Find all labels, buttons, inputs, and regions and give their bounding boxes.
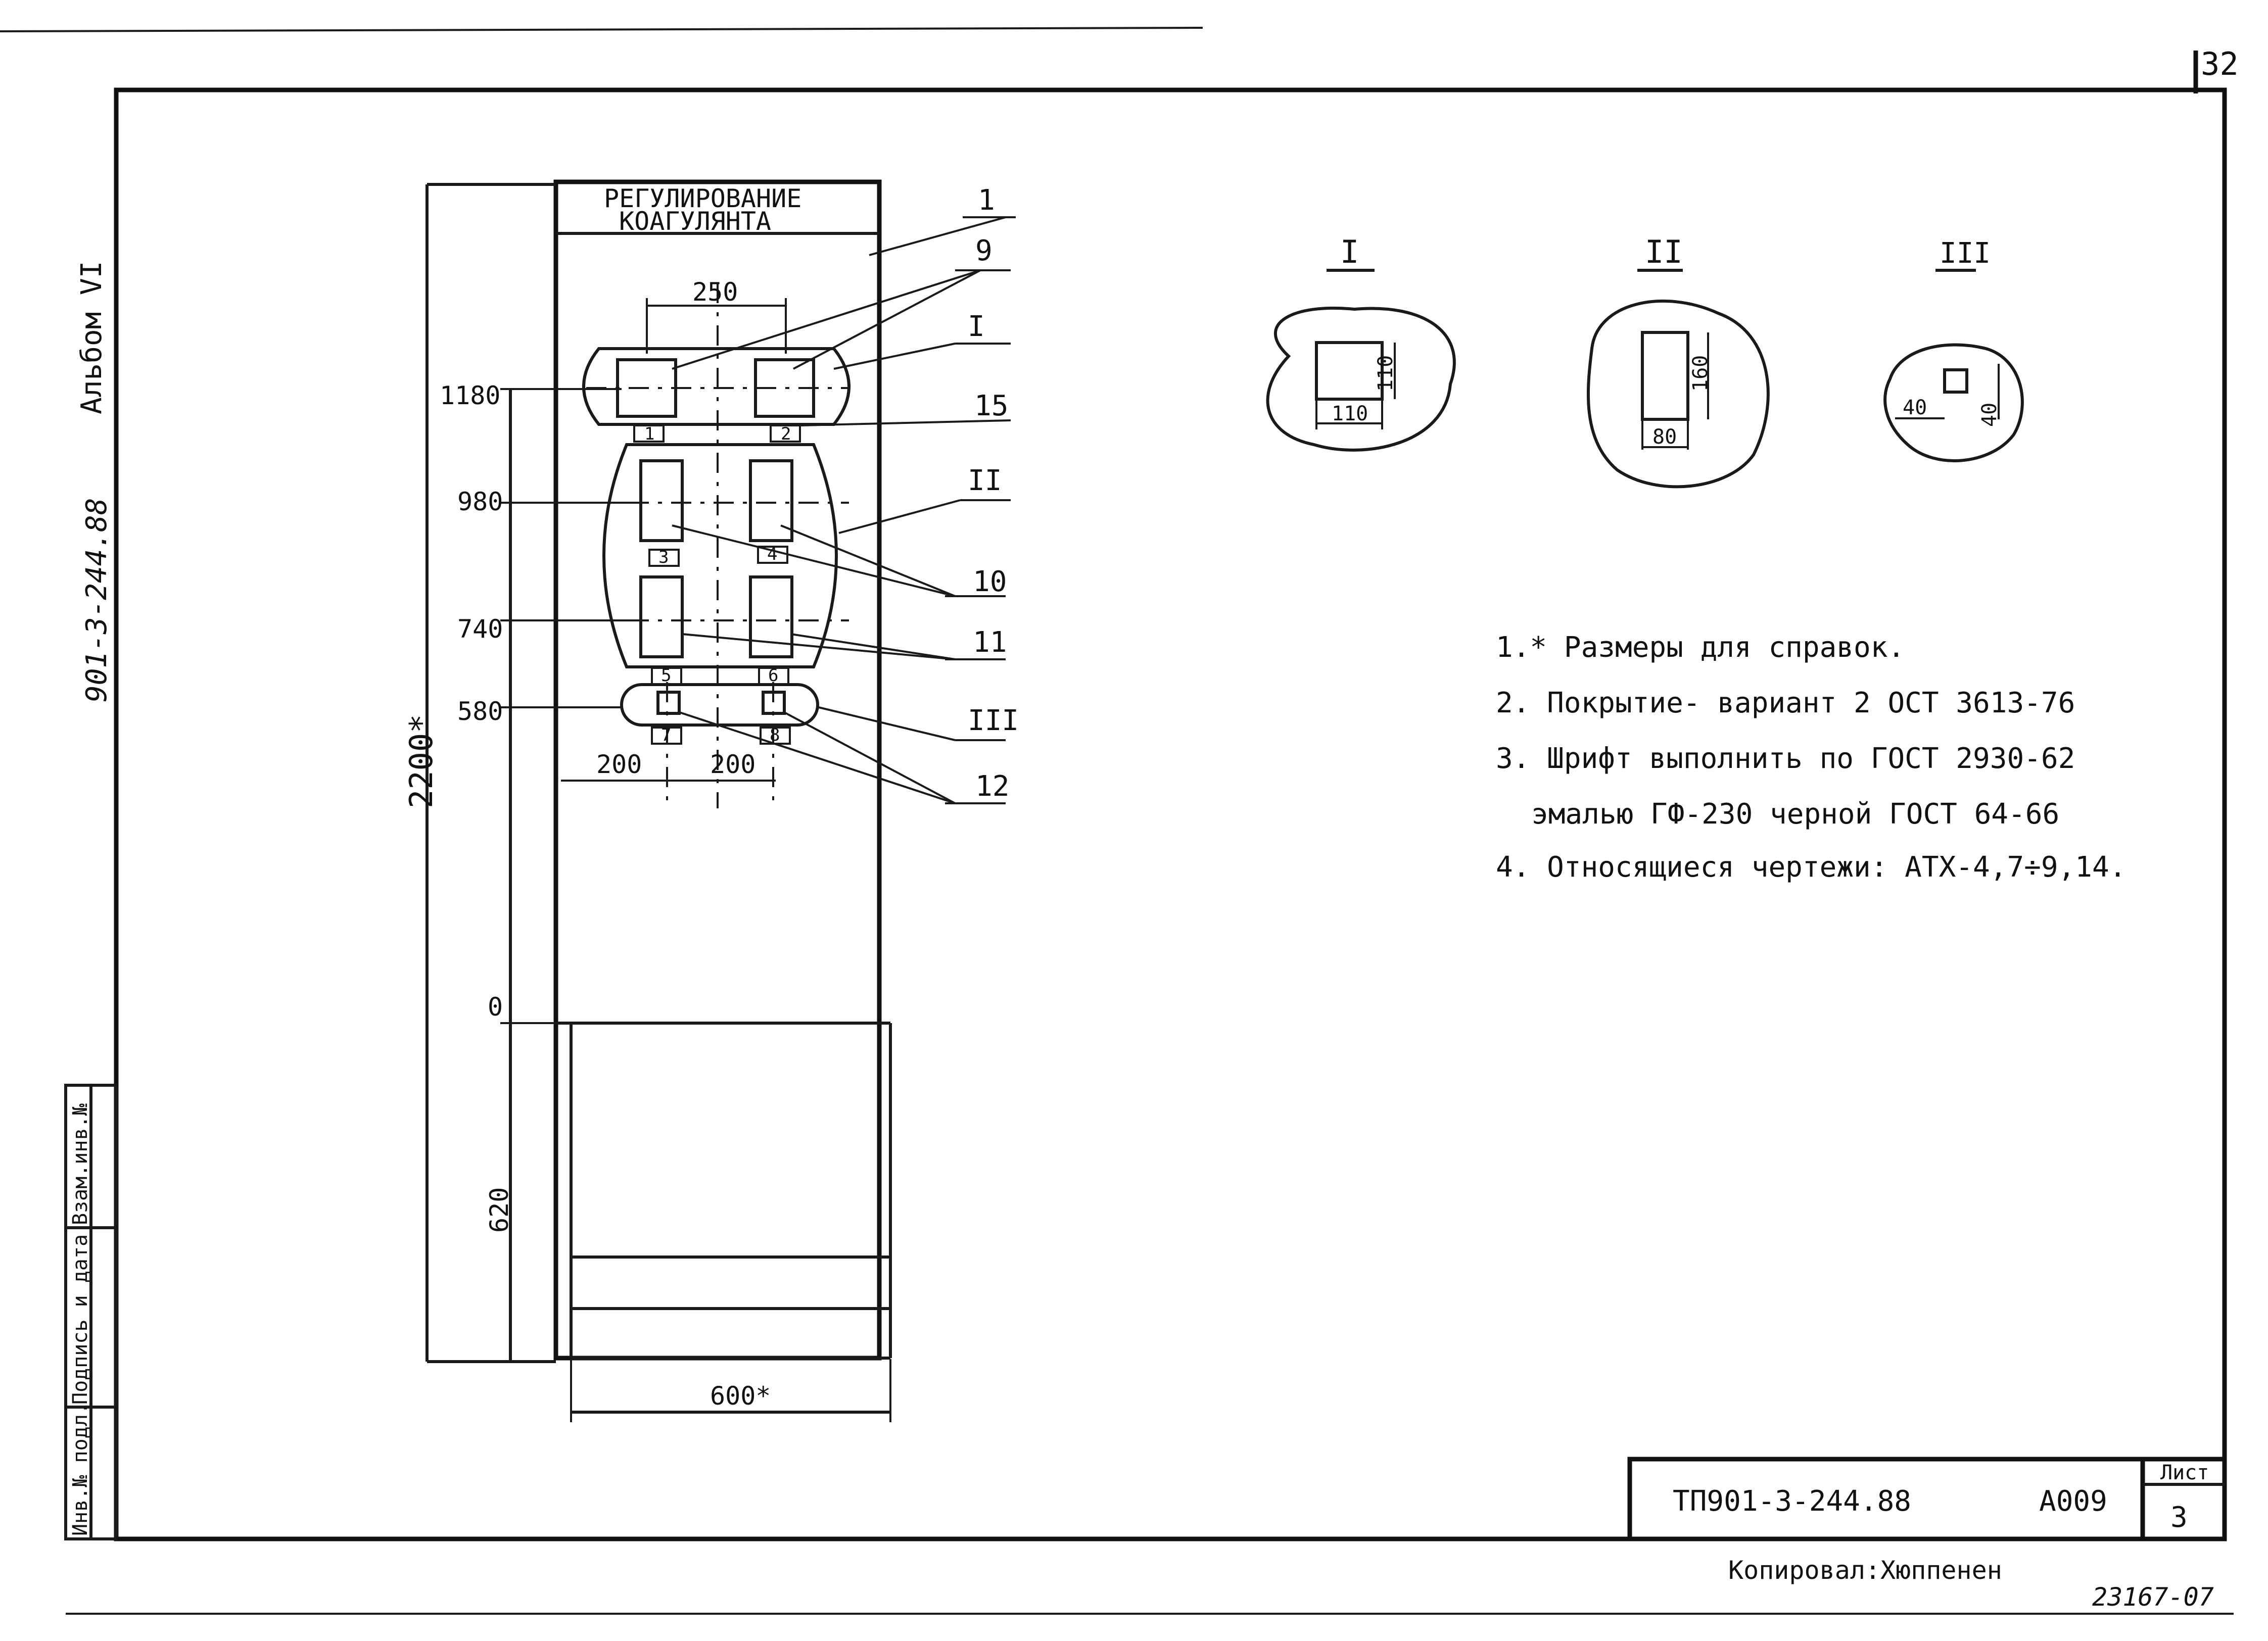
detail-II-outline [1586,299,1770,489]
dim-250: 250 [692,277,738,307]
detail-II-width: 80 [1652,425,1677,449]
slot-3: 3 [658,547,669,567]
level-980: 980 [457,487,503,516]
group-II-band [602,443,838,668]
group-III-band [620,683,819,727]
slot-8: 8 [770,725,780,745]
detail-III-label: III [1940,237,1991,270]
slot-2: 2 [781,424,791,444]
detail-II-rect [1641,331,1689,421]
album-label: Альбом VI [75,261,108,414]
note-1: 1.* Размеры для справок. [1496,631,1905,664]
detail-I-height: 110 [1374,355,1397,392]
album-code: 901-3-244.88 [80,498,113,702]
note-3: 3. Шрифт выполнить по ГОСТ 2930-62 [1496,742,2075,775]
note-3-cont: эмалью ГФ-230 черной ГОСТ 64-66 [1531,798,2059,831]
callout-10: 10 [973,565,1007,598]
callout-11: 11 [973,626,1007,659]
stamp-signature-date: Подпись и дата [69,1234,92,1405]
indicator-8 [762,691,786,715]
detail-I-square [1315,341,1384,401]
callout-1: 1 [978,184,995,217]
level-580: 580 [457,697,503,726]
indicator-7 [656,691,681,715]
detail-I-label: I [1340,233,1359,270]
detail-II-height: 160 [1689,355,1712,392]
panel-title-1: РЕГУЛИРОВАНИЕ [604,184,801,213]
stamp-replace-inv: Взам.инв.№ [69,1103,92,1225]
note-2: 2. Покрытие- вариант 2 ОСТ 3613-76 [1496,687,2075,719]
doc-code: ТП901-3-244.88 [1673,1485,1911,1518]
dim-200-right: 200 [710,750,755,779]
callout-12: 12 [975,770,1009,803]
callout-15: 15 [974,390,1008,422]
detail-III-height: 40 [1978,403,2001,427]
callout-II: II [968,464,1002,497]
sheet-number: 3 [2170,1501,2188,1534]
sheet-label: Лист [2160,1461,2209,1484]
slot-1: 1 [644,424,654,444]
panel-title-2: КОАГУЛЯНТА [619,207,771,236]
indicator-6 [749,575,793,658]
dim-height: 2200* [403,714,440,808]
slot-4: 4 [767,544,777,564]
callout-I: I [968,310,985,343]
page-number: 32 [2201,45,2239,82]
title-block [1627,1457,2227,1541]
order-number: 23167-07 [2092,1582,2214,1612]
slot-7: 7 [661,725,671,745]
slot-5: 5 [661,665,671,686]
detail-III-square [1943,368,1968,394]
level-0: 0 [488,992,503,1022]
note-4: 4. Относящиеся чертежи: АТХ-4,7÷9,14. [1496,851,2126,884]
indicator-3 [639,459,684,542]
level-1180: 1180 [440,381,500,410]
detail-II-label: II [1645,233,1683,270]
callout-III: III [968,704,1019,737]
callout-9: 9 [975,234,993,267]
drawing-frame [114,87,2227,1541]
indicator-5 [639,575,684,658]
level-740: 740 [457,614,503,644]
dim-200-left: 200 [596,750,642,779]
detail-III-outline [1883,343,2024,462]
slot-6: 6 [768,665,778,686]
sheet-code: А009 [2039,1485,2107,1518]
detail-III-width: 40 [1903,396,1927,419]
dim-620: 620 [485,1187,514,1233]
detail-I-width: 110 [1332,402,1368,425]
indicator-4 [749,459,793,542]
dim-width: 600* [710,1381,771,1411]
stamp-inv-no: Инв.№ подл. [69,1402,92,1536]
copied-by: Копировал:Хюппенен [1728,1556,2002,1585]
detail-I-outline [1266,306,1456,452]
scan-edge-top [0,27,1203,32]
